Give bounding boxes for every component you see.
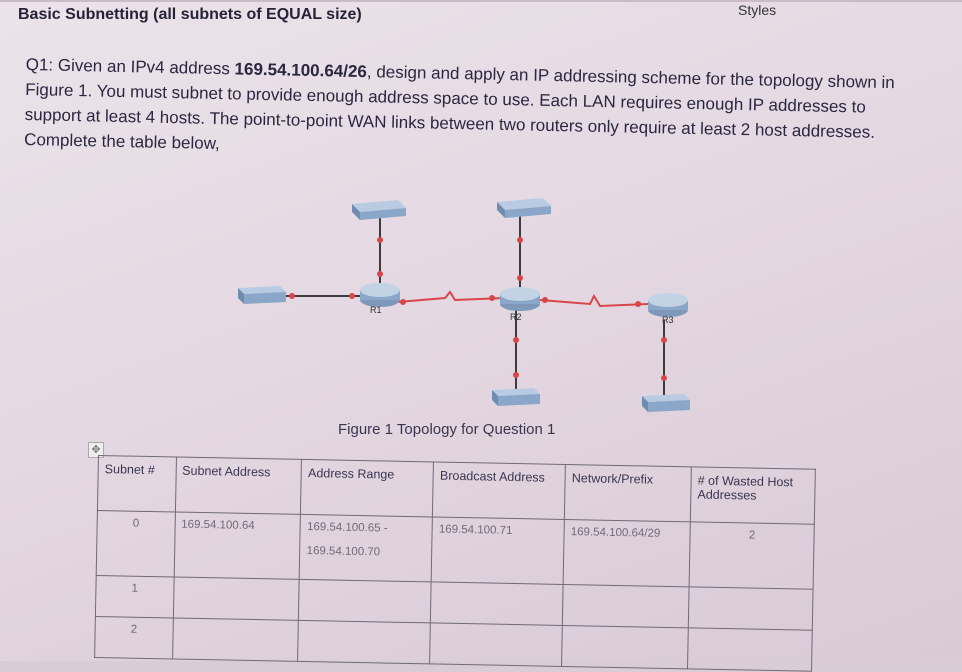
- styles-menu[interactable]: Styles: [738, 2, 777, 18]
- router-r2-label: R2: [510, 312, 522, 322]
- cell-broadcast-address[interactable]: [430, 581, 564, 626]
- header-address-range: Address Range: [300, 459, 434, 517]
- link-dot: [400, 299, 406, 305]
- topology-figure: R1 R2 R3: [238, 198, 690, 412]
- cell-subnet-address[interactable]: [172, 576, 300, 621]
- switch-bottom-right: [642, 394, 690, 412]
- cell-address-range[interactable]: [298, 579, 432, 623]
- range-start: 169.54.100.65 -: [306, 521, 388, 535]
- cell-broadcast-address[interactable]: 169.54.100.71: [431, 516, 565, 585]
- switch-top-right: [497, 198, 551, 218]
- router-r3-label: R3: [662, 315, 674, 325]
- link-dot: [349, 293, 355, 299]
- link-dot: [289, 293, 295, 299]
- cell-subnet-number[interactable]: 0: [96, 510, 175, 577]
- router-r1-label: R1: [370, 305, 382, 315]
- header-subnet-number: Subnet #: [97, 455, 177, 512]
- cell-broadcast-address[interactable]: [429, 622, 563, 667]
- page-heading: Basic Subnetting (all subnets of EQUAL s…: [18, 6, 362, 23]
- link-dot: [489, 295, 495, 301]
- switch-left: [238, 286, 286, 304]
- header-network-prefix: Network/Prefix: [564, 464, 692, 522]
- ribbon-edge: [0, 0, 962, 2]
- switch-top-left: [352, 200, 406, 220]
- link-dot: [377, 271, 383, 277]
- router-r2: R2: [500, 287, 540, 322]
- table-move-handle-icon[interactable]: ✥: [88, 442, 104, 458]
- subnet-table: Subnet # Subnet Address Address Range Br…: [94, 455, 816, 672]
- link-dot: [517, 275, 523, 281]
- cell-address-range[interactable]: [297, 620, 431, 664]
- cell-subnet-address[interactable]: 169.54.100.64: [173, 511, 301, 580]
- link-dot: [542, 297, 548, 303]
- cell-wasted-hosts[interactable]: 2: [689, 521, 815, 590]
- cell-network-prefix[interactable]: [562, 584, 690, 628]
- header-subnet-address: Subnet Address: [174, 456, 302, 515]
- cables: [285, 215, 665, 398]
- cell-wasted-hosts[interactable]: [687, 627, 813, 672]
- question-prefix: Q1: Given an IPv4 address: [25, 54, 235, 79]
- cell-wasted-hosts[interactable]: [688, 586, 814, 631]
- cell-address-range[interactable]: 169.54.100.65 - 169.54.100.70: [299, 514, 433, 582]
- switch-bottom-center: [492, 388, 540, 406]
- figure-caption: Figure 1 Topology for Question 1: [338, 421, 556, 438]
- link-dot: [513, 372, 519, 378]
- link-dot: [517, 237, 523, 243]
- question-text: Q1: Given an IPv4 address 169.54.100.64/…: [24, 52, 906, 170]
- link-dot: [635, 301, 641, 307]
- link-dot: [513, 337, 519, 343]
- cell-subnet-address[interactable]: [172, 617, 299, 662]
- header-wasted-hosts: # of Wasted Host Addresses: [690, 466, 816, 525]
- cell-subnet-number[interactable]: 2: [94, 616, 173, 659]
- header-broadcast-address: Broadcast Address: [432, 461, 566, 520]
- link-dot: [377, 237, 383, 243]
- cell-network-prefix[interactable]: [561, 625, 689, 669]
- question-address: 169.54.100.64/26: [234, 59, 368, 82]
- range-end: 169.54.100.70: [306, 545, 381, 559]
- link-dot: [661, 337, 667, 343]
- router-r3: R3: [648, 293, 688, 325]
- router-r1: R1: [360, 283, 400, 315]
- cell-subnet-number[interactable]: 1: [95, 575, 174, 618]
- wan-link-r2-r3: [539, 293, 649, 308]
- cell-network-prefix[interactable]: 169.54.100.64/29: [563, 519, 691, 587]
- link-endpoints: [289, 237, 667, 381]
- link-dot: [661, 375, 667, 381]
- wan-link-r1-r2: [397, 290, 506, 303]
